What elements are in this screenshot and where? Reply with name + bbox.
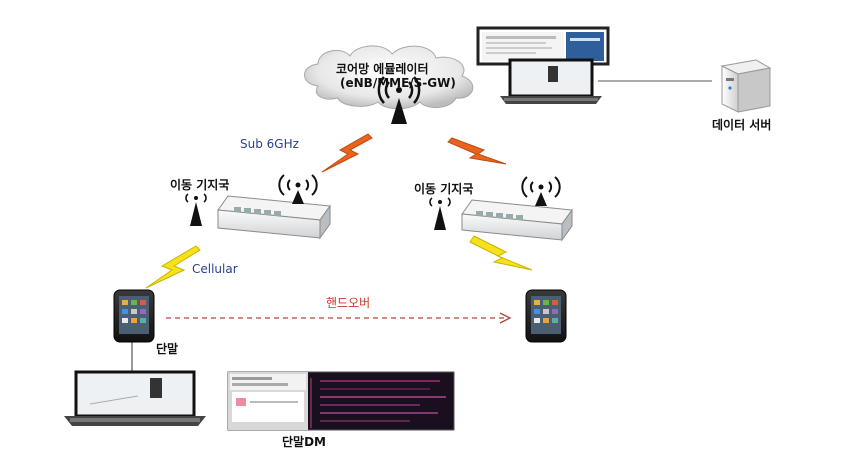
lightning-yellow-right-icon xyxy=(469,235,533,271)
handover-phone-icon xyxy=(525,289,567,343)
core-emulator-sublabel: (eNB/MME/S-GW) xyxy=(340,76,456,90)
terminal-dm-label: 단말DM xyxy=(282,435,326,449)
base-station-left-tower-icon xyxy=(185,193,207,226)
core-laptop-icon xyxy=(500,58,602,104)
base-station-right-antenna-icon xyxy=(521,176,561,206)
base-station-right-box-icon xyxy=(461,199,573,242)
terminal-label: 단말 xyxy=(156,342,179,356)
pc-monitor-icon xyxy=(476,26,610,66)
core-network-cloud xyxy=(304,45,474,110)
lightning-orange-right-icon xyxy=(447,137,507,165)
lightning-yellow-left-icon xyxy=(145,245,201,289)
terminal-phone-icon xyxy=(113,289,155,343)
core-antenna-icon xyxy=(377,76,421,124)
base-station-right-tower-icon xyxy=(429,197,451,230)
core-emulator-label: 코어망 에뮬레이터 xyxy=(336,62,429,76)
handover-label: 핸드오버 xyxy=(326,296,371,310)
base-station-left-antenna-icon xyxy=(278,174,318,204)
sub6-link-label: Sub 6GHz xyxy=(240,137,299,151)
terminal-laptop-icon xyxy=(64,370,206,426)
cellular-link-label: Cellular xyxy=(192,262,238,276)
data-server-label: 데이터 서버 xyxy=(712,118,772,132)
base-station-left-box-icon xyxy=(217,195,331,240)
handover-arrow-icon xyxy=(166,312,512,324)
lightning-orange-left-icon xyxy=(321,133,373,173)
base-station-left-label: 이동 기지국 xyxy=(170,178,230,192)
base-station-right-label: 이동 기지국 xyxy=(414,182,474,196)
terminal-dm-screen-icon xyxy=(227,371,455,431)
data-server-icon xyxy=(720,59,772,113)
